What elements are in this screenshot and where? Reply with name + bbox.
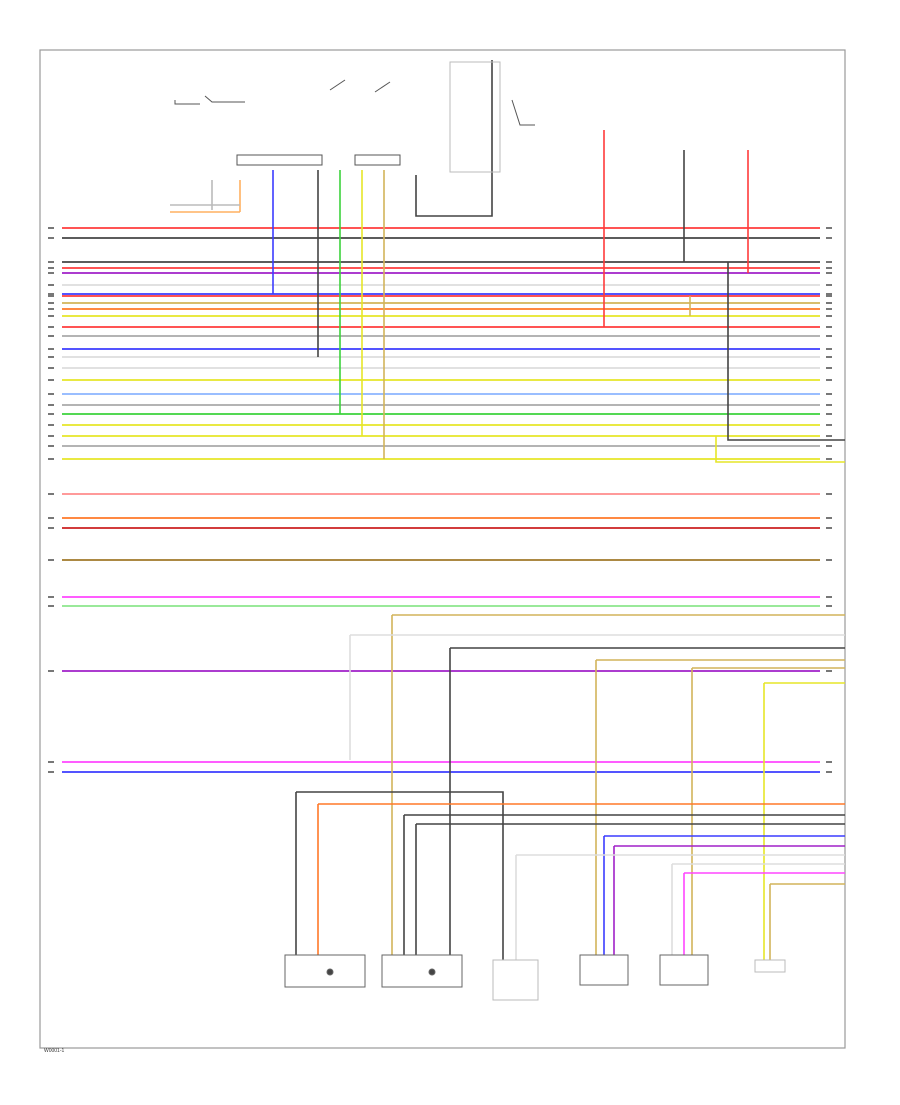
pin-marker (48, 295, 54, 297)
pin-marker (826, 527, 832, 529)
component-box-pressure-sensor (754, 959, 786, 973)
pin-marker (826, 227, 832, 229)
pin-marker (48, 445, 54, 447)
pin-marker (826, 293, 832, 295)
pin-marker (826, 670, 832, 672)
pin-marker (48, 458, 54, 460)
component-marker (428, 968, 436, 976)
pin-marker (826, 308, 832, 310)
component-box-valve-unit (659, 954, 709, 986)
pin-marker (48, 272, 54, 274)
pin-marker (826, 413, 832, 415)
pin-marker (826, 393, 832, 395)
pin-marker (48, 348, 54, 350)
pin-marker (48, 413, 54, 415)
pin-marker (826, 771, 832, 773)
pin-marker (48, 527, 54, 529)
switch-symbol (329, 79, 346, 91)
drop-wire (415, 60, 493, 217)
component-box-sensor-b (381, 954, 463, 988)
pin-marker (48, 308, 54, 310)
pin-marker (826, 559, 832, 561)
components (284, 954, 786, 1001)
switch-symbol (174, 100, 200, 105)
pin-marker (48, 670, 54, 672)
pin-marker (48, 605, 54, 607)
harness-rows (48, 227, 832, 773)
pin-marker (826, 326, 832, 328)
pin-marker (826, 261, 832, 263)
pin-marker (826, 517, 832, 519)
pin-marker (826, 272, 832, 274)
pin-marker (826, 761, 832, 763)
pin-marker (48, 335, 54, 337)
component-box-sensor-a (284, 954, 366, 988)
pin-marker (48, 367, 54, 369)
pin-marker (826, 295, 832, 297)
diagram-border (39, 49, 846, 1049)
pin-marker (48, 267, 54, 269)
lower-wire (296, 791, 504, 960)
pin-marker (826, 493, 832, 495)
pin-marker (48, 293, 54, 295)
pin-marker (826, 435, 832, 437)
drop-wire (727, 262, 845, 441)
pin-marker (48, 326, 54, 328)
pin-marker (48, 424, 54, 426)
component-box-switch-unit (579, 954, 629, 986)
pin-marker (826, 605, 832, 607)
top-switch-symbols (174, 61, 535, 173)
pin-marker (826, 348, 832, 350)
component-marker (326, 968, 334, 976)
pin-marker (826, 379, 832, 381)
switch-symbol (511, 99, 535, 126)
drop-wire (715, 436, 845, 463)
pin-marker (826, 404, 832, 406)
pin-marker (826, 267, 832, 269)
relay-box (449, 61, 501, 173)
pin-marker (826, 302, 832, 304)
upper-drop-wires (170, 60, 845, 463)
pin-marker (48, 302, 54, 304)
connector-block (236, 154, 323, 166)
pin-marker (826, 284, 832, 286)
pin-marker (826, 315, 832, 317)
pin-marker (48, 237, 54, 239)
pin-marker (48, 596, 54, 598)
pin-marker (826, 335, 832, 337)
component-box-sensor-c (492, 959, 539, 1001)
pin-marker (48, 559, 54, 561)
lower-wiring (295, 614, 845, 965)
pin-marker (48, 315, 54, 317)
pin-marker (48, 493, 54, 495)
connector-block (354, 154, 401, 166)
switch-symbol (374, 81, 391, 93)
pin-marker (826, 445, 832, 447)
pin-marker (826, 367, 832, 369)
pin-marker (48, 261, 54, 263)
pin-marker (48, 393, 54, 395)
pin-marker (826, 596, 832, 598)
footer-code: W0001-1 (44, 1048, 65, 1054)
pin-marker (48, 284, 54, 286)
pin-marker (48, 227, 54, 229)
pin-marker (48, 771, 54, 773)
pin-marker (826, 356, 832, 358)
pin-marker (826, 237, 832, 239)
pin-marker (48, 404, 54, 406)
pin-marker (48, 761, 54, 763)
pin-marker (48, 435, 54, 437)
pin-marker (48, 517, 54, 519)
switch-symbol (204, 95, 245, 103)
pin-marker (826, 424, 832, 426)
pin-marker (48, 356, 54, 358)
pin-marker (826, 458, 832, 460)
pin-marker (48, 379, 54, 381)
